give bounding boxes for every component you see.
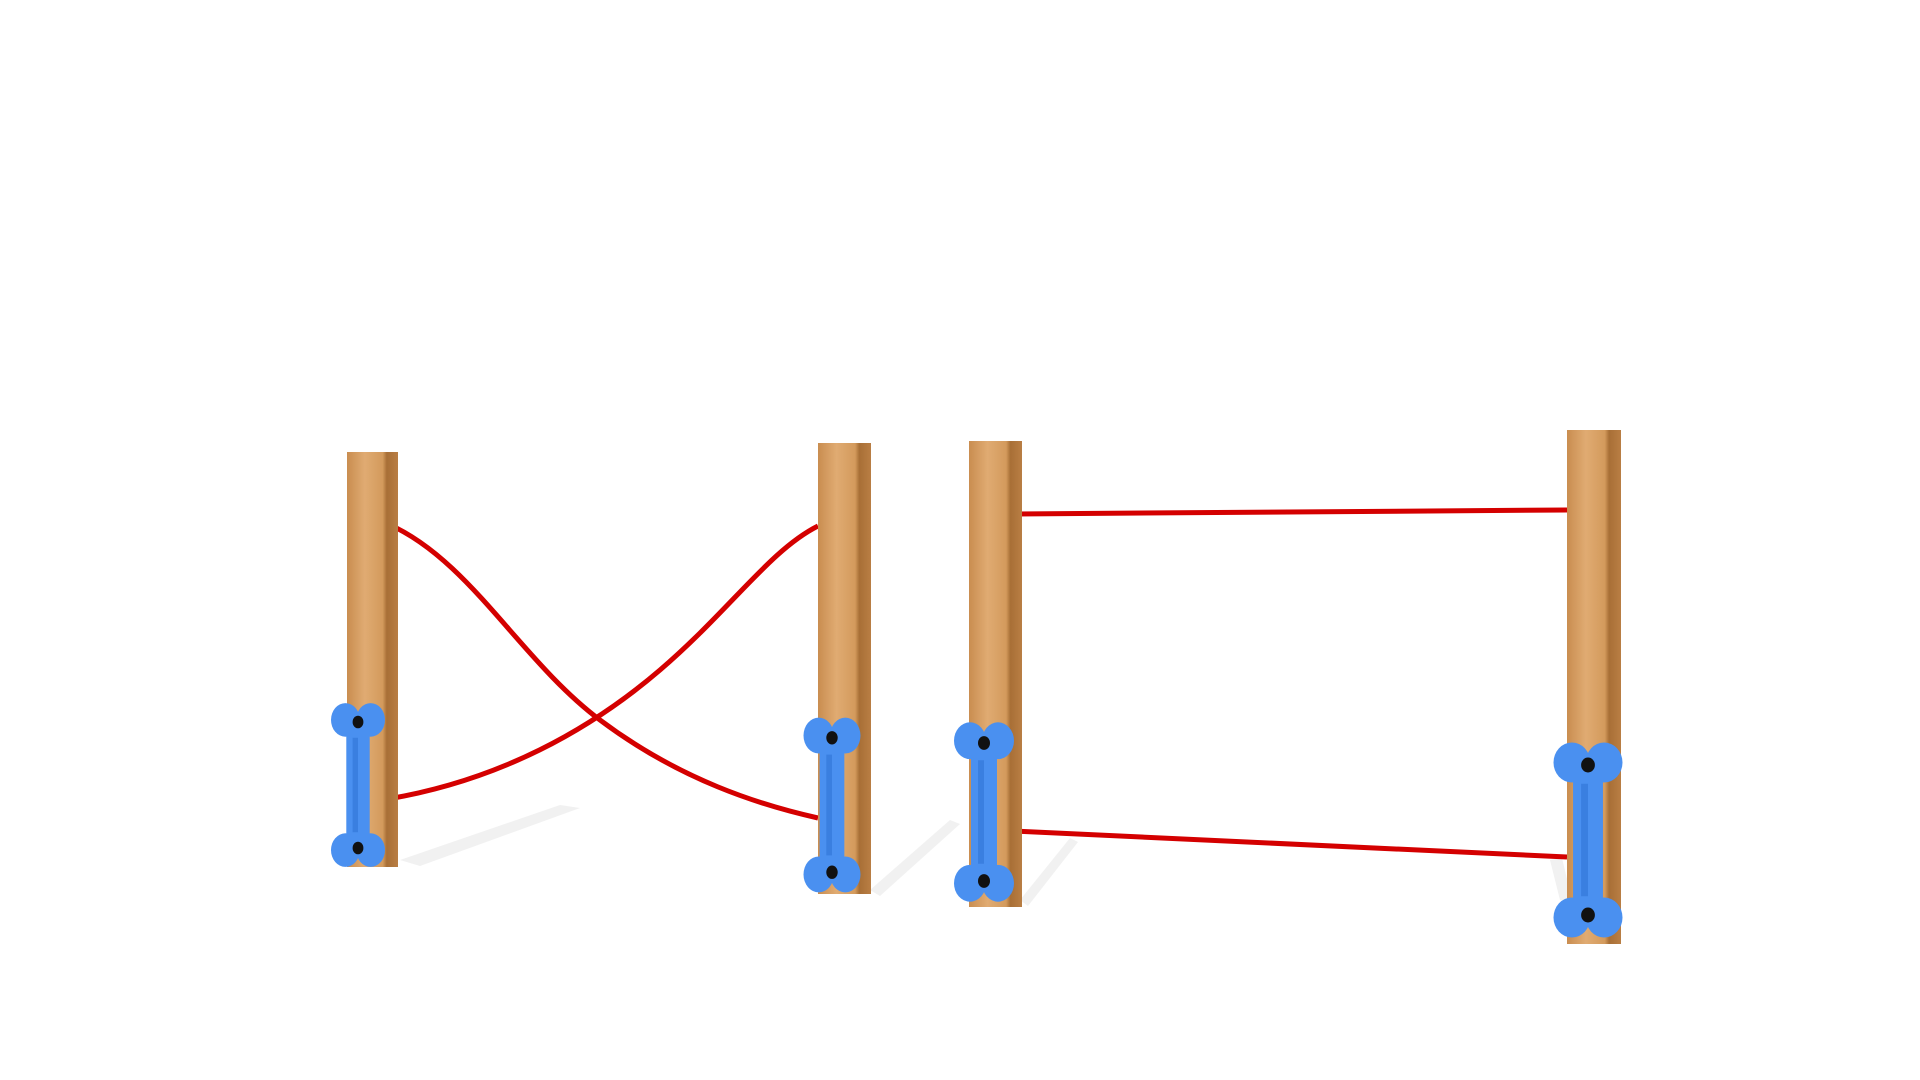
ground-shadows	[400, 805, 1572, 906]
rope-straight-bottom	[1012, 828, 1568, 860]
rope-straight-top	[1012, 507, 1568, 517]
rope-curved-2	[387, 523, 820, 802]
rope-curved-1	[386, 521, 819, 821]
